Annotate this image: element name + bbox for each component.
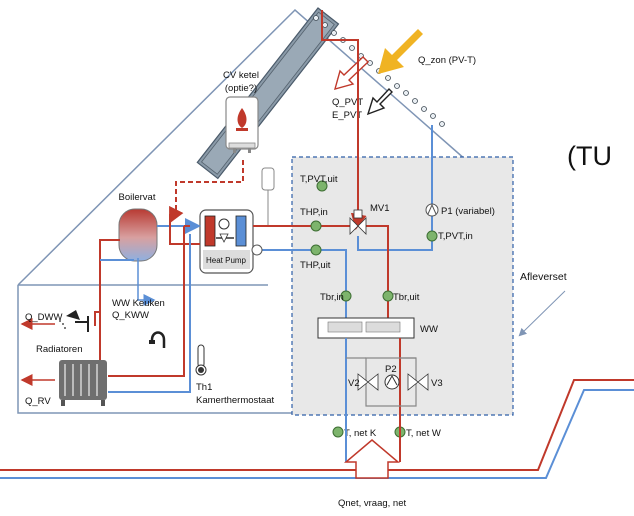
e-pvt-arrow [366,87,393,116]
p1-label: P1 (variabel) [441,206,495,217]
heat-pump-icon [199,209,254,274]
shower-icon [59,310,89,332]
mv1-valve [349,209,367,235]
q-pvt-label: Q_PVT [332,97,363,108]
v3-label: V3 [431,378,443,389]
v2-valve [357,373,379,391]
kamerthermostaat-label: Kamerthermostaat [196,395,275,406]
cv-pipe-dashed [175,160,244,210]
solar-arrow [378,29,423,74]
afleverset-pointer [518,290,566,337]
t-pvt-in-label: T,PVT,in [438,231,473,242]
v2-label: V2 [348,378,360,389]
boilervat-label: Boilervat [119,192,156,203]
tbr-uit-label: Tbr,uit [393,292,420,303]
ww-label: WW [420,324,438,335]
heat-pump-label: Heat Pump [206,256,247,265]
p1-pump [425,203,439,217]
thp-in-label: THP,in [300,207,328,218]
radiator-icon [59,360,107,406]
q-pvt-arrow [333,56,370,91]
q-kww-label: Q_KWW [112,310,149,321]
q-zon-label: Q_zon (PV-T) [418,55,476,66]
qnet-arrow [343,439,401,479]
secondary-loop [345,338,401,462]
afleverset-label: Afleverset [520,271,567,283]
qnet-label: Qnet, vraag, net [338,498,406,509]
bypass-frame [346,357,417,407]
cv-ketel-label-2: (optie?) [225,83,257,94]
afleverset-box [291,156,514,416]
e-pvt-label: E_PVT [332,110,362,121]
t-net-w-label: T, net W [406,428,441,439]
thp-uit-label: THP,uit [300,260,331,271]
tap-icon [149,331,166,348]
v3-valve [407,373,429,391]
solar-loop-cold [357,125,433,251]
cv-ketel-label-1: CV ketel [223,70,259,81]
q-dww-label: Q_DWW [25,312,63,323]
p2-pump [384,374,400,390]
th1-label: Th1 [196,382,212,393]
ww-heat-exchanger [317,317,415,339]
q-rv-label: Q_RV [25,396,51,407]
pipe-thp-in [253,225,389,320]
radiatoren-label: Radiatoren [36,344,82,355]
pvt-panel [196,7,340,180]
expansion-vessel [261,167,275,191]
ww-keuken-label: WW Keuken [112,298,165,309]
p2-label: P2 [385,364,397,375]
mv1-label: MV1 [370,203,390,214]
t-pvt-uit-label: T,PVT,uit [300,174,338,185]
tbr-in-label: Tbr,in [320,292,344,303]
thermometer-icon [195,344,207,376]
title-fragment: (TU [567,141,612,171]
hp-pump [251,244,263,256]
t-net-k-label: T, net K [344,428,377,439]
cv-ketel-icon [225,96,259,153]
district-network [0,379,634,479]
boilervat-tank [118,208,158,262]
house-outline [17,8,467,414]
